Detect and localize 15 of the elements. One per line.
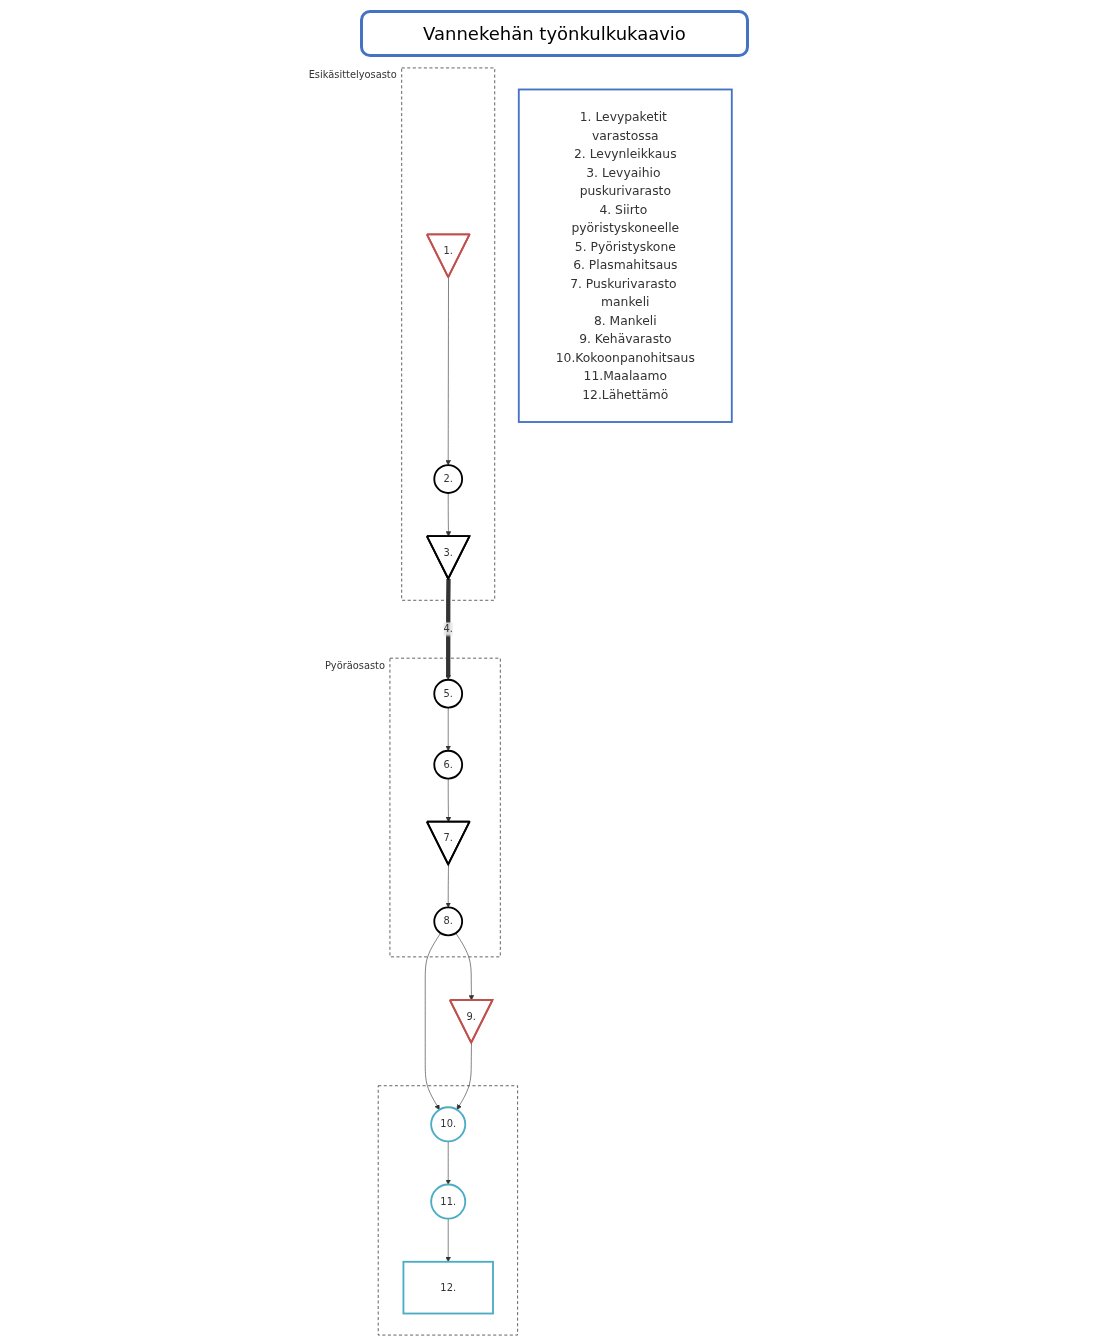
node-circle: 2. xyxy=(432,464,463,494)
node-label: Pyöräosasto xyxy=(324,659,385,672)
node-circle: 11. xyxy=(429,1183,466,1220)
node-box: 12. xyxy=(402,1260,494,1315)
node-box: 1. Levypaketit varastossa 2. Levynleikkaus 3. Levyaihio puskurivarasto 4. Siirto pyöristyskoneelle 5. Pyöristyskone 6. Plasmahitsaus 7. Puskurivarasto mankeli 8. Mankeli 9. Kehävarasto 10.Kokoonpanohitsaus 11.Maalaamo 12.Lähettämö xyxy=(517,88,733,423)
node-circle: 10. xyxy=(429,1106,466,1143)
node-circle: 5. xyxy=(432,678,463,709)
edge-label: 4. xyxy=(443,623,453,635)
cluster xyxy=(377,1085,518,1336)
cluster xyxy=(389,657,501,958)
node-circle: 8. xyxy=(432,906,463,937)
title-box: Vannekehän työnkulkukaavio xyxy=(360,10,749,57)
cluster xyxy=(400,67,495,601)
node-label: Esikäsittelyosasto xyxy=(308,69,397,81)
node-circle: 6. xyxy=(432,749,463,780)
